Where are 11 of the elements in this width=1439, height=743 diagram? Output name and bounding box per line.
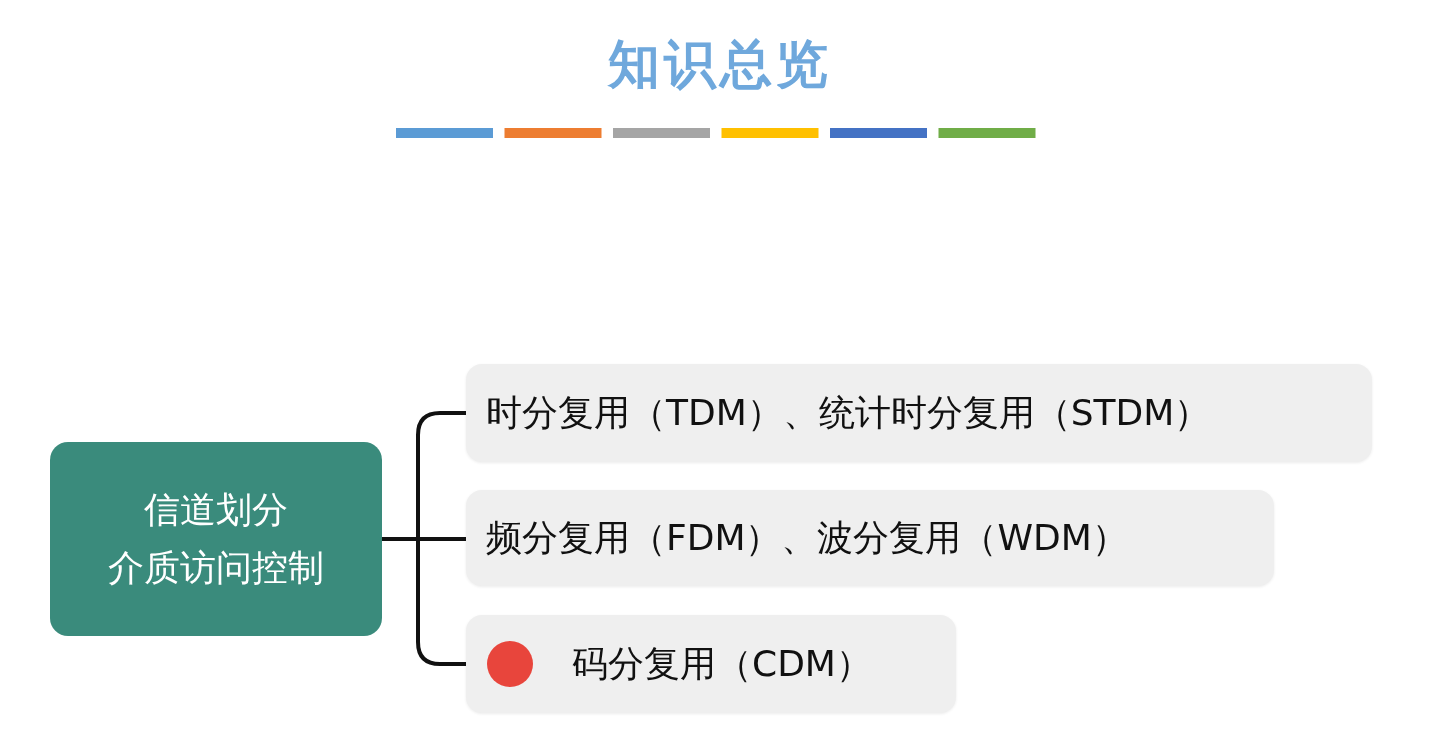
branch-text: 频分复用（FDM）、波分复用（WDM） [486,515,1128,560]
branch-text: 时分复用（TDM）、统计时分复用（STDM） [486,390,1211,435]
branch-box [466,490,1274,586]
topic-box [50,442,382,636]
branch-box [466,615,956,713]
connector [382,537,466,666]
branch-box [466,364,1372,462]
topic-text: 介质访问控制 [108,546,324,590]
branch-text: 码分复用（CDM） [572,641,872,686]
title: 知识总览 [606,33,833,96]
topic-text: 信道划分 [144,488,288,533]
